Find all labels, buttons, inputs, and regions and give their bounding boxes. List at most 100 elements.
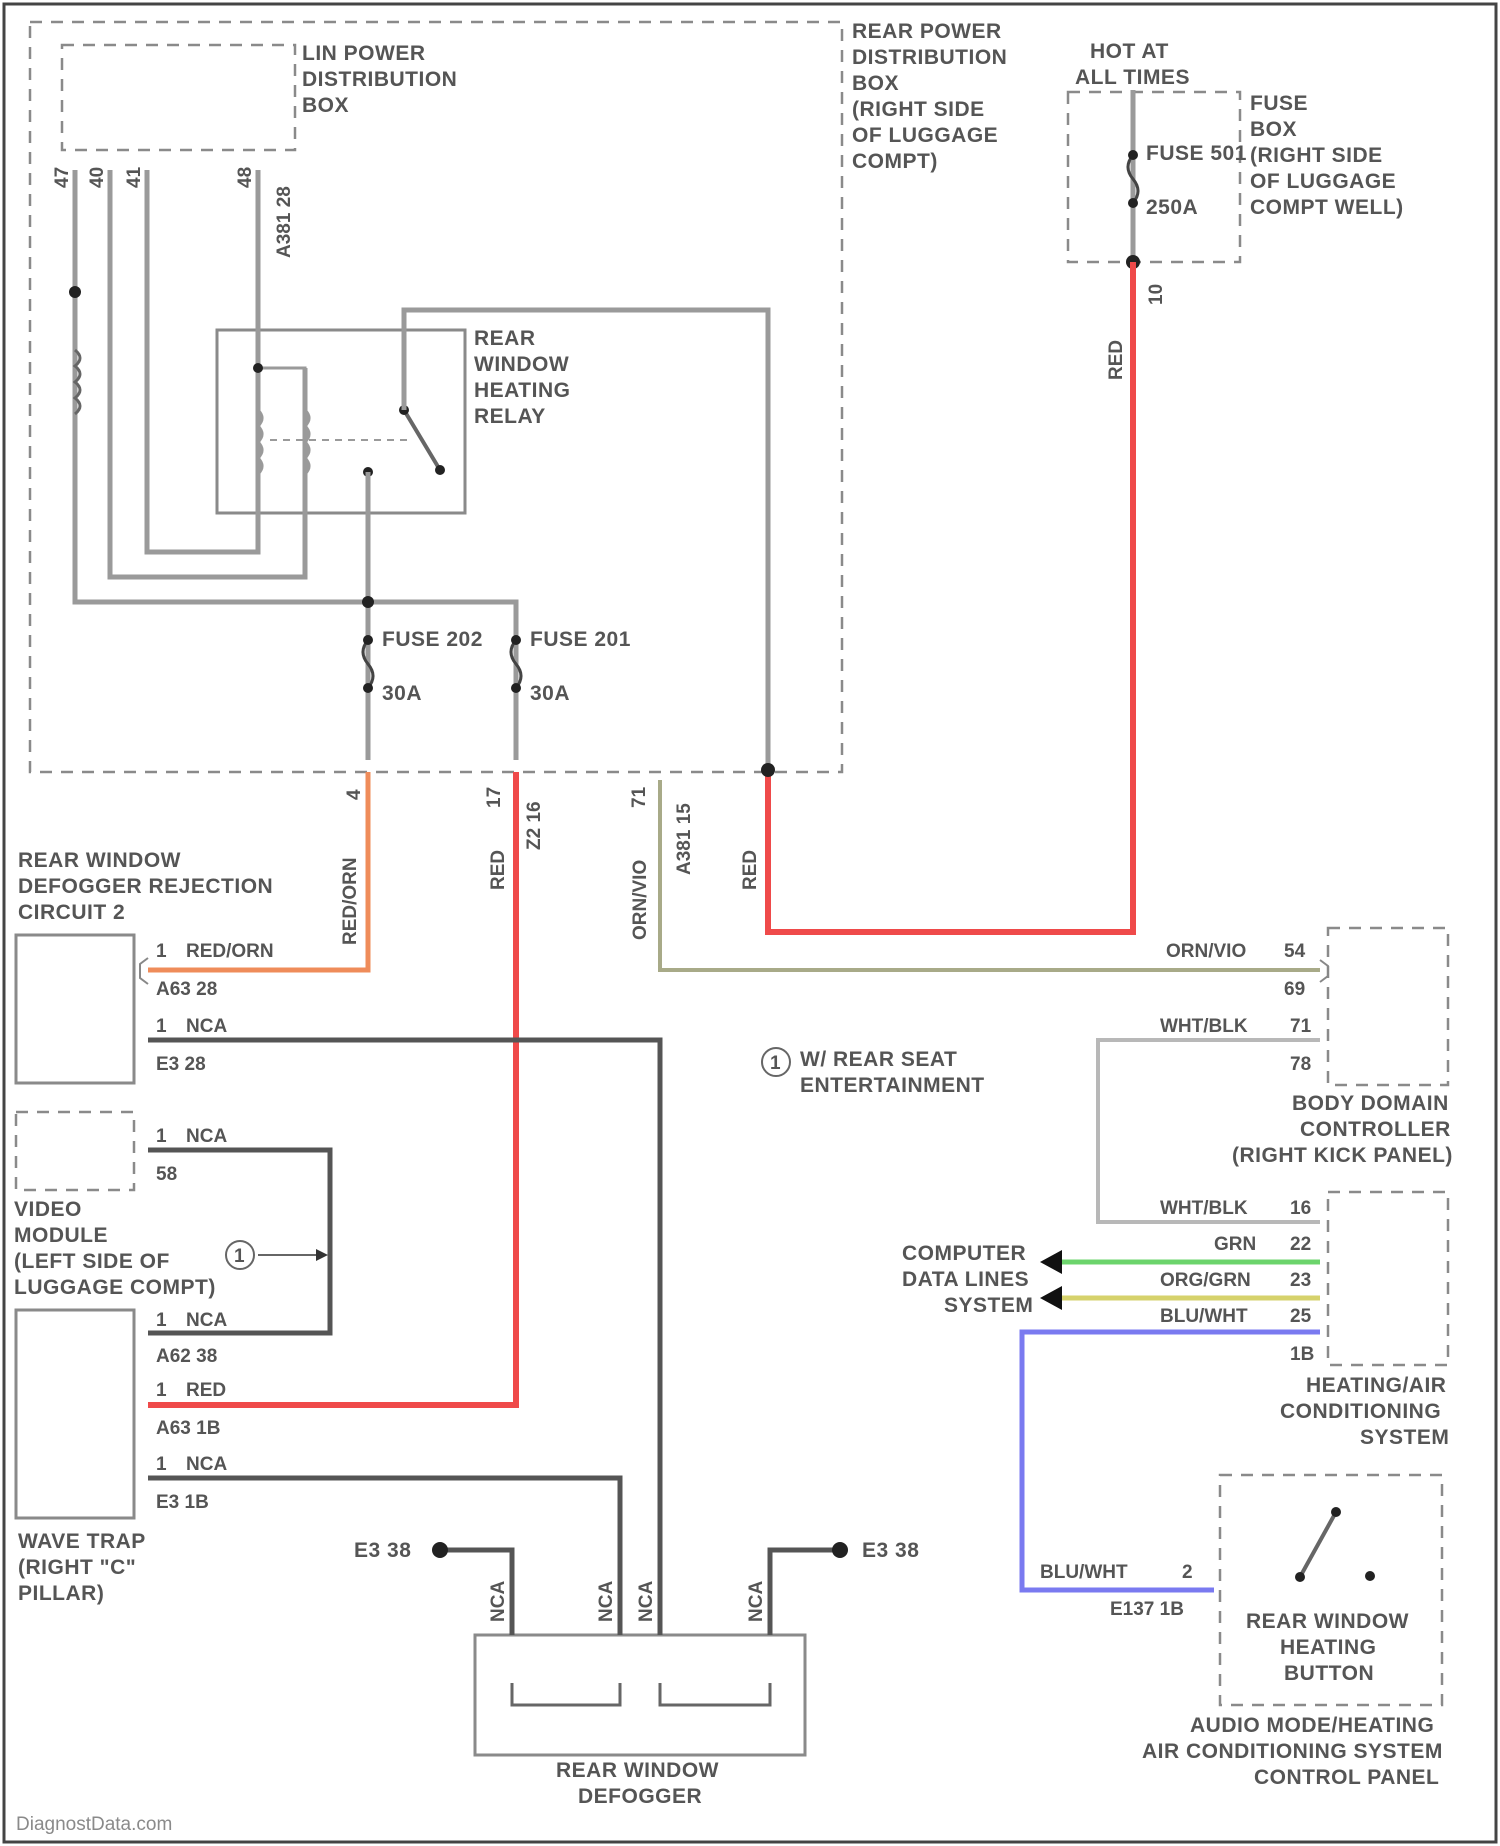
fuse-202-amp: 30A — [382, 682, 422, 705]
wire-label-red-feed: RED — [1106, 340, 1127, 380]
rear-pin-z2-16: Z2 16 — [524, 801, 545, 850]
rse-marker-num-left: 1 — [234, 1246, 245, 1267]
rejection-label: REAR WINDOW DEFOGGER REJECTION CIRCUIT 2 — [18, 849, 273, 924]
svg-text:REAR WINDOW: REAR WINDOW — [1246, 1610, 1409, 1633]
wire-label-red-vertical: RED — [488, 850, 509, 890]
video-module-box — [16, 1112, 134, 1190]
svg-text:PILLAR): PILLAR) — [18, 1582, 104, 1605]
svg-text:(RIGHT SIDE: (RIGHT SIDE — [1250, 144, 1383, 167]
svg-text:SYSTEM: SYSTEM — [944, 1294, 1033, 1317]
hvac-pin1: 16 — [1290, 1198, 1311, 1219]
rear-pin-4: 4 — [344, 789, 365, 800]
wave-conn1: A62 38 — [156, 1346, 217, 1367]
fuse-202-label: FUSE 202 — [382, 628, 483, 651]
bdc-label: BODY DOMAIN CONTROLLER (RIGHT KICK PANEL… — [1232, 1092, 1453, 1167]
bdc-pin2: 71 — [1290, 1016, 1312, 1037]
wire-label-blu-wht-2: BLU/WHT — [1040, 1562, 1128, 1583]
wire-label-blu-wht-1: BLU/WHT — [1160, 1306, 1248, 1327]
lin-pin-48: 48 — [235, 167, 256, 188]
hvac-pin4: 25 — [1290, 1306, 1312, 1327]
svg-text:RELAY: RELAY — [474, 405, 546, 428]
hvac-conn: 1B — [1290, 1344, 1314, 1365]
wave-pin1: 1 — [156, 1310, 167, 1331]
lin-pin-41: 41 — [124, 166, 145, 188]
svg-text:LIN POWER: LIN POWER — [302, 42, 426, 65]
defogger-rejection-circuit-box — [16, 935, 134, 1083]
svg-text:BOX: BOX — [1250, 118, 1297, 141]
wire-label-orn-vio-vertical: ORN/VIO — [630, 860, 651, 940]
svg-text:MODULE: MODULE — [14, 1224, 108, 1247]
svg-text:DATA LINES: DATA LINES — [902, 1268, 1029, 1291]
wire-label-nca-wave3: NCA — [186, 1454, 227, 1475]
wire-blu-wht — [1022, 1332, 1320, 1590]
wave-conn2: A63 1B — [156, 1418, 220, 1439]
rear-pin-a381-15: A381 15 — [674, 803, 695, 875]
bdc-pin1: 54 — [1284, 941, 1306, 962]
fuse-501-amp: 250A — [1146, 196, 1198, 219]
svg-text:ENTERTAINMENT: ENTERTAINMENT — [800, 1074, 985, 1097]
wire-label-nca-def1: NCA — [488, 1581, 509, 1622]
svg-text:DISTRIBUTION: DISTRIBUTION — [852, 46, 1007, 69]
lin-pin-40: 40 — [87, 167, 108, 188]
wave-trap-box — [16, 1310, 134, 1518]
wire-red-main-feed — [768, 262, 1133, 932]
svg-text:(RIGHT "C": (RIGHT "C" — [18, 1556, 136, 1579]
hot-at-all-times-label: HOT AT ALL TIMES — [1075, 40, 1190, 89]
svg-text:LUGGAGE COMPT): LUGGAGE COMPT) — [14, 1276, 216, 1299]
outer-border — [4, 4, 1496, 1842]
lin-pin-47: 47 — [52, 167, 73, 188]
wire-label-wht-blk-1: WHT/BLK — [1160, 1016, 1248, 1037]
rear-box-label: REAR POWER DISTRIBUTION BOX (RIGHT SIDE … — [852, 20, 1007, 173]
svg-text:REAR WINDOW: REAR WINDOW — [18, 849, 181, 872]
svg-text:CIRCUIT 2: CIRCUIT 2 — [18, 901, 125, 924]
rej-pin: 1 — [156, 941, 167, 962]
svg-text:BODY DOMAIN: BODY DOMAIN — [1292, 1092, 1449, 1115]
wave-pin2: 1 — [156, 1380, 167, 1401]
wire-label-red-main: RED — [740, 850, 761, 890]
wire-label-nca-def2: NCA — [596, 1581, 617, 1622]
fuse-box — [1068, 92, 1240, 262]
svg-text:DEFOGGER: DEFOGGER — [578, 1785, 702, 1808]
svg-text:CONDITIONING: CONDITIONING — [1280, 1400, 1441, 1423]
svg-text:HEATING: HEATING — [1280, 1636, 1376, 1659]
wire-nca-ground-right — [770, 1550, 840, 1635]
hvac-system-box — [1328, 1192, 1448, 1365]
rear-window-heating-relay-box — [217, 330, 465, 513]
svg-text:REAR WINDOW: REAR WINDOW — [556, 1759, 719, 1782]
rse-marker-arrow — [316, 1249, 328, 1261]
rej-conn2: E3 28 — [156, 1054, 206, 1075]
rej-pin2: 1 — [156, 1016, 167, 1037]
lin-power-distribution-box — [62, 45, 295, 150]
video-pin: 1 — [156, 1126, 167, 1147]
wire-wht-blk — [1098, 1040, 1320, 1222]
svg-text:CONTROL PANEL: CONTROL PANEL — [1254, 1766, 1439, 1789]
svg-text:COMPT WELL): COMPT WELL) — [1250, 196, 1404, 219]
svg-text:W/ REAR SEAT: W/ REAR SEAT — [800, 1048, 957, 1071]
svg-text:OF LUGGAGE: OF LUGGAGE — [852, 124, 998, 147]
wire-label-red-wave: RED — [186, 1380, 226, 1401]
relay-label: REAR WINDOW HEATING RELAY — [474, 327, 570, 428]
wave-conn3: E3 1B — [156, 1492, 209, 1513]
rse-note-label: W/ REAR SEAT ENTERTAINMENT — [800, 1048, 985, 1097]
wire-label-orn-vio: ORN/VIO — [1166, 941, 1246, 962]
wire-label-nca-rej: NCA — [186, 1016, 227, 1037]
svg-text:WAVE TRAP: WAVE TRAP — [18, 1530, 146, 1553]
svg-text:COMPT): COMPT) — [852, 150, 938, 173]
svg-text:DEFOGGER REJECTION: DEFOGGER REJECTION — [18, 875, 273, 898]
svg-text:BOX: BOX — [302, 94, 349, 117]
hvac-pin3: 23 — [1290, 1270, 1311, 1291]
svg-text:OF LUGGAGE: OF LUGGAGE — [1250, 170, 1396, 193]
svg-text:AUDIO MODE/HEATING: AUDIO MODE/HEATING — [1190, 1714, 1434, 1737]
fuse-201-label: FUSE 201 — [530, 628, 631, 651]
bdc-conn2: 78 — [1290, 1054, 1311, 1075]
svg-text:AIR CONDITIONING SYSTEM: AIR CONDITIONING SYSTEM — [1142, 1740, 1443, 1763]
wire-label-nca-def4: NCA — [746, 1581, 767, 1622]
rear-pin-17: 17 — [484, 787, 505, 808]
svg-text:BUTTON: BUTTON — [1284, 1662, 1374, 1685]
wire-lin-47 — [75, 170, 516, 760]
wire-label-nca-video: NCA — [186, 1126, 227, 1147]
panel-label: AUDIO MODE/HEATING AIR CONDITIONING SYST… — [1142, 1714, 1443, 1789]
defogger-label: REAR WINDOW DEFOGGER — [556, 1759, 719, 1808]
svg-text:WINDOW: WINDOW — [474, 353, 569, 376]
hvac-pin2: 22 — [1290, 1234, 1311, 1255]
